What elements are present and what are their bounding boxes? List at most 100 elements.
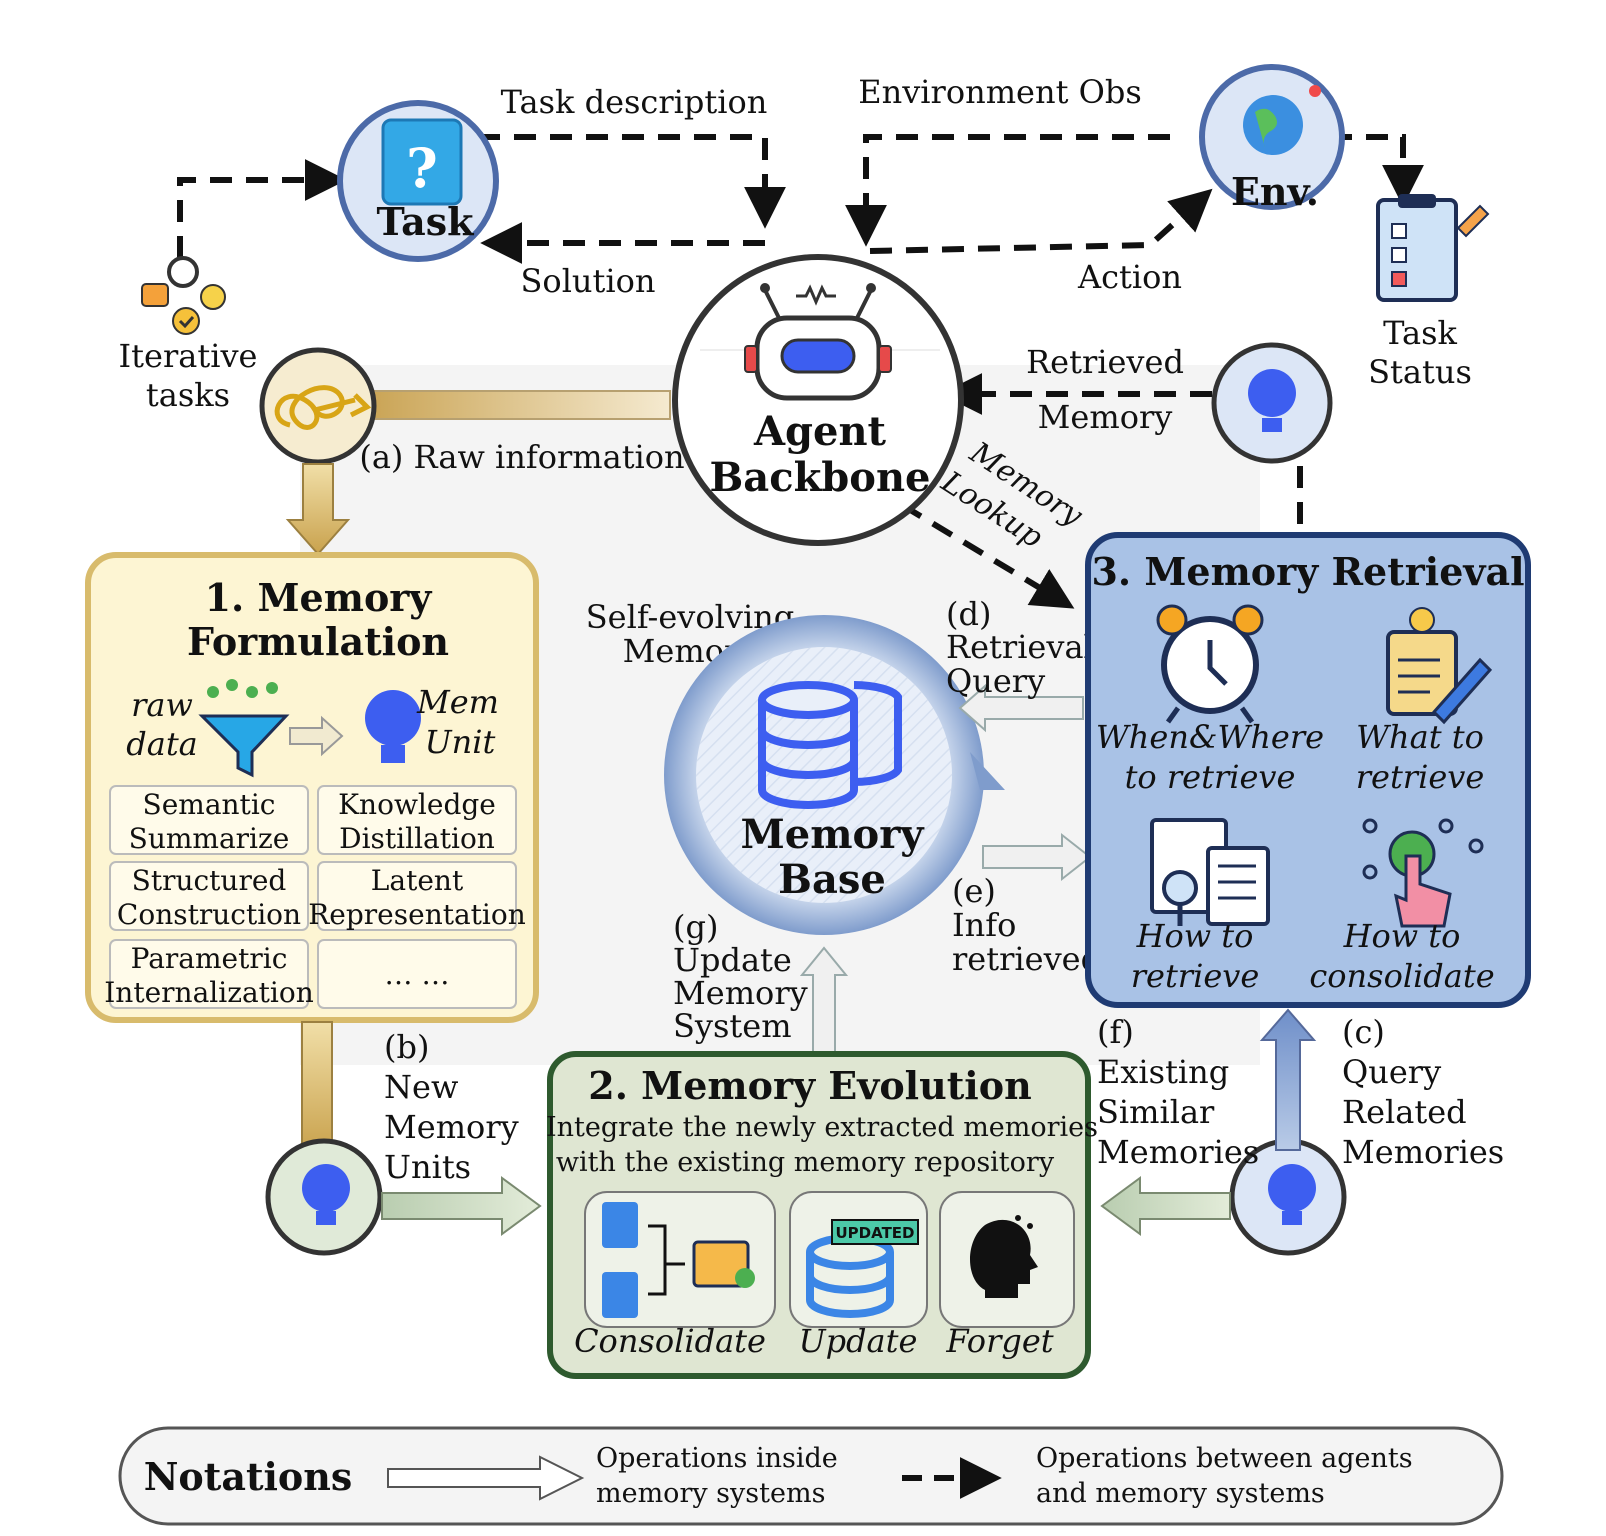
formulation-title-line2: Formulation: [187, 619, 449, 664]
formulation-cell: [317, 939, 517, 1009]
svg-text:Retrieval: Retrieval: [946, 628, 1094, 666]
new-memory-units-arrow: [381, 1176, 542, 1236]
side-label-d: (d) Retrieval Query: [946, 595, 1094, 700]
robot-icon: [744, 283, 892, 401]
retrieval-item-label: When&Where: [1096, 718, 1324, 756]
retrieval-item-label: to retrieve: [1125, 758, 1296, 796]
svg-text:(b): (b): [384, 1028, 429, 1066]
side-label-e: (e) Info retrieved: [952, 872, 1101, 978]
svg-text:Memory: Memory: [384, 1108, 519, 1146]
mem-unit-line2: Unit: [425, 723, 496, 761]
inside-ops-legend-arrow: [387, 1455, 585, 1501]
funnel-icon: [198, 679, 290, 778]
formulation-cell-label: Construction: [117, 898, 301, 931]
retrieval-query-arrow: [958, 683, 1084, 733]
memory-base-line2: Base: [778, 856, 886, 903]
memory-retrieval-box: 3. Memory Retrieval: [1085, 532, 1531, 1008]
clipboard-question-icon: [381, 118, 463, 206]
info-retrieved-arrow: [982, 832, 1092, 882]
raw-to-mem-arrow: [289, 715, 344, 757]
formulation-cell-label: Latent: [371, 864, 464, 897]
side-label-b: (b) New Memory Units: [384, 1028, 519, 1186]
formulation-to-bulb-shaft: [301, 1021, 333, 1153]
raw-info-node: [259, 347, 377, 465]
task-node: ? Task: [337, 100, 499, 262]
update-memory-arrow: [799, 946, 849, 1053]
svg-text:New: New: [384, 1068, 458, 1106]
mem-unit-line1: Mem: [416, 683, 499, 721]
formulation-cell: [109, 939, 309, 1009]
formulation-cell-label: Representation: [308, 898, 526, 931]
action-label: Action: [1077, 258, 1182, 296]
agent-backbone-node: Agent Backbone: [672, 254, 964, 546]
svg-text:retrieved: retrieved: [952, 940, 1101, 978]
evolution-desc-line2: with the existing memory repository: [556, 1147, 1055, 1178]
formulation-cell-label: Internalization: [104, 976, 313, 1009]
agent-backbone-line1: Agent: [753, 408, 887, 455]
between-ops-line2: and memory systems: [1036, 1478, 1325, 1509]
notations-title: Notations: [144, 1454, 353, 1499]
retrieval-item-label: How to: [1136, 917, 1254, 955]
formulation-cell-label: Distillation: [339, 822, 495, 855]
top-flow-lines: [177, 134, 1424, 609]
between-ops-line1: Operations between agents: [1036, 1443, 1413, 1474]
retrieved-label-line2: Memory: [1038, 398, 1173, 436]
side-label-f: (f) Existing Similar Memories: [1097, 1013, 1259, 1171]
globe-icon: [1243, 85, 1321, 155]
formulation-cell-label: … …: [385, 958, 450, 991]
task-status-icon: [1376, 194, 1490, 302]
svg-text:System: System: [673, 1007, 792, 1045]
raw-information-label: (a) Raw information: [359, 438, 684, 476]
memory-evolution-box: 2. Memory Evolution Integrate the newly …: [546, 1051, 1098, 1379]
svg-text:Related: Related: [1342, 1093, 1467, 1131]
retrieval-title: 3. Memory Retrieval: [1091, 549, 1524, 594]
svg-text:Memory: Memory: [673, 974, 808, 1012]
formulation-cell: [109, 861, 309, 931]
svg-text:Update: Update: [673, 941, 792, 979]
formulation-down-arrow: [285, 463, 351, 556]
formulation-cell: [317, 861, 517, 931]
formulation-cell-label: Structured: [132, 864, 287, 897]
formulation-cell-label: Semantic: [143, 788, 276, 821]
side-label-g: (g) Update Memory System: [673, 908, 808, 1045]
query-related-arrow: [1259, 1008, 1317, 1151]
solution-label: Solution: [521, 262, 656, 300]
svg-text:Query: Query: [1342, 1053, 1441, 1091]
retrieved-label-line1: Retrieved: [1026, 343, 1184, 381]
evolution-title: 2. Memory Evolution: [588, 1063, 1031, 1108]
retrieval-item-label: How to: [1343, 917, 1461, 955]
environment-obs-label: Environment Obs: [858, 73, 1142, 111]
formulation-title-line1: 1. Memory: [205, 575, 433, 620]
formulation-cell-label: Parametric: [131, 942, 288, 975]
existing-similar-arrow: [1100, 1176, 1231, 1236]
updated-stamp: UPDATED: [836, 1224, 915, 1242]
svg-text:Similar: Similar: [1097, 1093, 1215, 1131]
iterative-tasks-icon: [141, 256, 226, 335]
svg-text:Memories: Memories: [1342, 1133, 1504, 1171]
svg-text:Info: Info: [952, 906, 1016, 944]
database-icon: [758, 681, 902, 809]
svg-text:(e): (e): [952, 872, 996, 910]
env-node: Env.: [1199, 64, 1345, 214]
env-label: Env.: [1231, 169, 1319, 214]
iterative-tasks-line2: tasks: [146, 376, 230, 414]
raw-data-line2: data: [126, 725, 198, 763]
mem-unit-bulb-icon: [365, 690, 421, 763]
retrieval-item-label: consolidate: [1309, 957, 1494, 995]
retrieval-item-label: retrieve: [1356, 758, 1485, 796]
retrieved-memory-node: [1211, 342, 1333, 464]
merge-documents-icon: [602, 1202, 755, 1318]
svg-text:(f): (f): [1097, 1013, 1134, 1051]
raw-data-line1: raw: [131, 686, 193, 724]
retrieval-item-label: retrieve: [1131, 957, 1260, 995]
bulb-base: [1262, 418, 1282, 432]
svg-text:(g): (g): [673, 908, 718, 946]
svg-text:Units: Units: [384, 1148, 471, 1186]
svg-text:(d): (d): [946, 595, 991, 633]
evolution-op-label: Update: [799, 1322, 918, 1360]
formulation-cell: [317, 785, 517, 855]
svg-text:Query: Query: [946, 662, 1045, 700]
agent-backbone-line2: Backbone: [710, 454, 931, 501]
svg-text:(c): (c): [1342, 1013, 1385, 1051]
